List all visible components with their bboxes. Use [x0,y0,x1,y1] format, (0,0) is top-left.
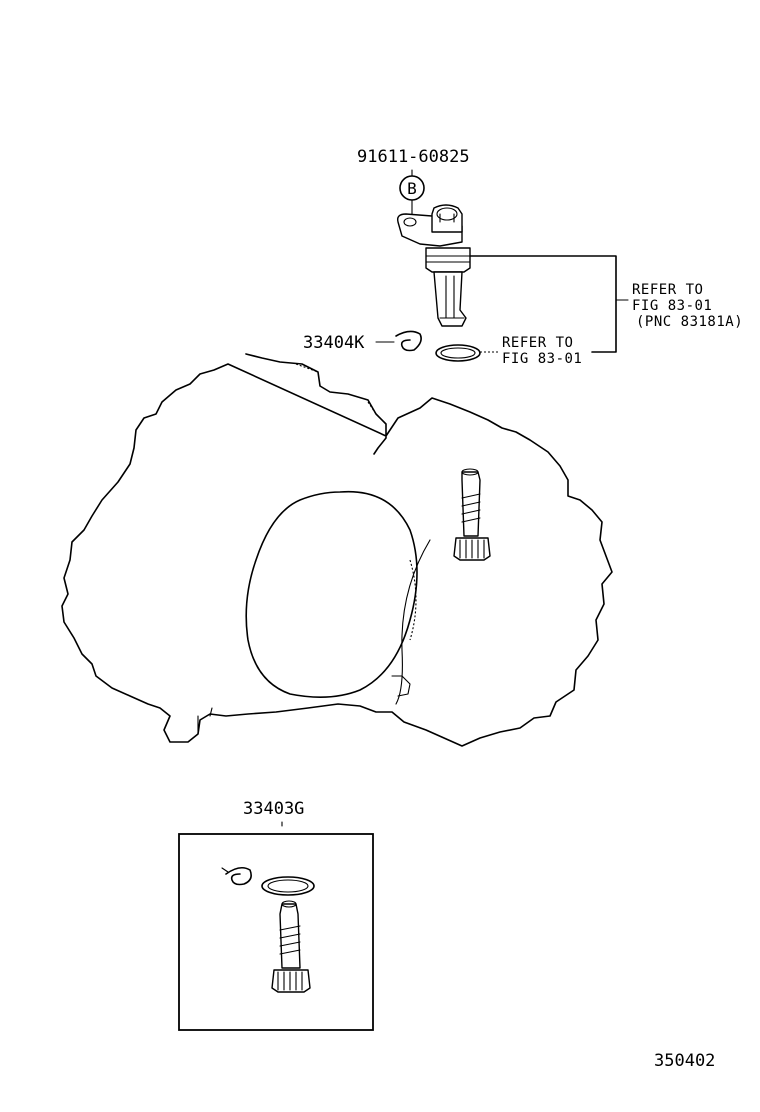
clip-part-number[interactable]: 33404K [303,333,365,353]
driven-gear-kit-box [178,833,374,1031]
oring-ref-line2[interactable]: FIG 83-01 [502,351,582,367]
bolt-callout-letter: B [407,179,417,198]
oring-drawing[interactable] [435,344,481,362]
sensor-ref-line1[interactable]: REFER TO [632,282,703,298]
kit-oring-drawing[interactable] [261,876,315,896]
speed-sensor-drawing[interactable] [396,204,471,327]
kit-driven-gear-drawing[interactable] [271,900,311,993]
oring-ref-line1[interactable]: REFER TO [502,335,573,351]
transaxle-housing-drawing [61,353,613,747]
clip-drawing[interactable] [395,330,422,352]
driven-gear-installed-drawing [453,468,491,561]
bolt-part-number[interactable]: 91611-60825 [357,147,470,167]
sensor-ref-line3[interactable]: (PNC 83181A) [636,314,743,330]
sensor-ref-bracket [469,255,617,353]
kit-clip-drawing[interactable] [225,866,252,886]
figure-code: 350402 [654,1051,715,1071]
sensor-ref-line2[interactable]: FIG 83-01 [632,298,712,314]
driven-gear-part-number[interactable]: 33403G [243,799,304,819]
